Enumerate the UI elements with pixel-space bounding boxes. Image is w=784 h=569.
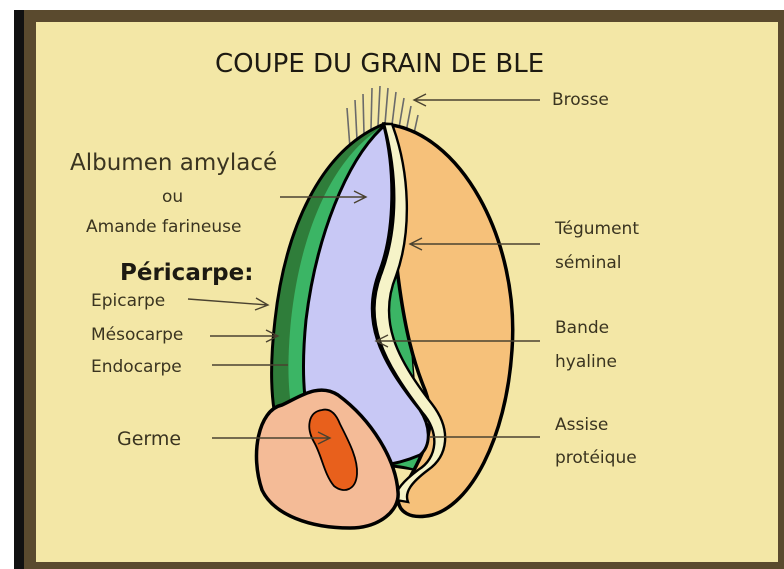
label-tegument-1: Tégument [554, 219, 639, 239]
diagram-title: COUPE DU GRAIN DE BLE [215, 49, 544, 79]
label-epicarpe: Epicarpe [91, 291, 165, 311]
frame-left-edge [14, 10, 24, 569]
label-germe: Germe [117, 428, 181, 450]
label-bande-2: hyaline [555, 352, 617, 372]
label-bande-1: Bande [555, 318, 609, 338]
label-assise-2: protéique [555, 448, 637, 468]
label-tegument-2: séminal [555, 253, 622, 273]
label-endocarpe: Endocarpe [91, 357, 182, 377]
label-brosse: Brosse [552, 90, 609, 110]
label-mesocarpe: Mésocarpe [91, 325, 183, 345]
label-albumen: Albumen amylacé [70, 150, 277, 176]
label-assise-1: Assise [555, 415, 608, 435]
label-amande: Amande farineuse [86, 217, 241, 237]
label-pericarpe: Péricarpe: [120, 260, 253, 286]
label-ou: ou [162, 187, 183, 207]
